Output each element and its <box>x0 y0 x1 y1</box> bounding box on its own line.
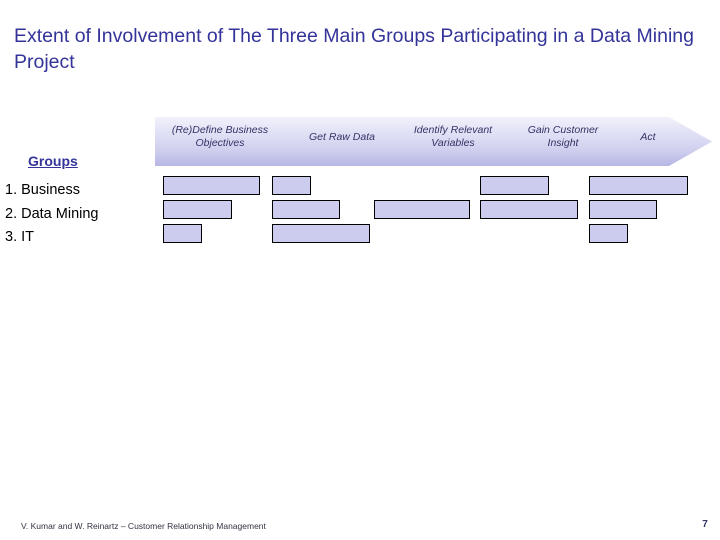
involvement-bar <box>272 200 340 219</box>
stage-label-gain-insight: Gain Customer Insight <box>527 124 599 149</box>
involvement-bar <box>163 224 202 243</box>
involvement-bar <box>480 176 549 195</box>
stage-label-identify-variables: Identify Relevant Variables <box>413 124 493 149</box>
stage-label-act: Act <box>640 131 656 143</box>
involvement-bar <box>163 200 232 219</box>
list-item: 1. Business <box>5 182 80 198</box>
stage-label-define-objectives: (Re)Define Business Objectives <box>171 124 269 149</box>
involvement-bar <box>480 200 578 219</box>
involvement-bar <box>589 200 657 219</box>
involvement-bar <box>589 176 688 195</box>
process-arrow-banner: (Re)Define Business Objectives Get Raw D… <box>155 117 712 166</box>
involvement-bar <box>163 176 260 195</box>
page-number: 7 <box>702 519 708 530</box>
involvement-bar <box>272 224 370 243</box>
involvement-bar <box>589 224 628 243</box>
footer-attribution: V. Kumar and W. Reinartz – Customer Rela… <box>21 521 266 531</box>
involvement-bar <box>272 176 311 195</box>
page-title: Extent of Involvement of The Three Main … <box>14 25 694 74</box>
involvement-bar <box>374 200 470 219</box>
list-item: 3. IT <box>5 229 35 245</box>
stage-label-get-raw-data: Get Raw Data <box>309 131 375 143</box>
groups-list: 1. Business 2. Data Mining 3. IT <box>5 179 155 250</box>
list-item: 2. Data Mining <box>5 205 99 222</box>
groups-heading: Groups <box>28 153 78 169</box>
